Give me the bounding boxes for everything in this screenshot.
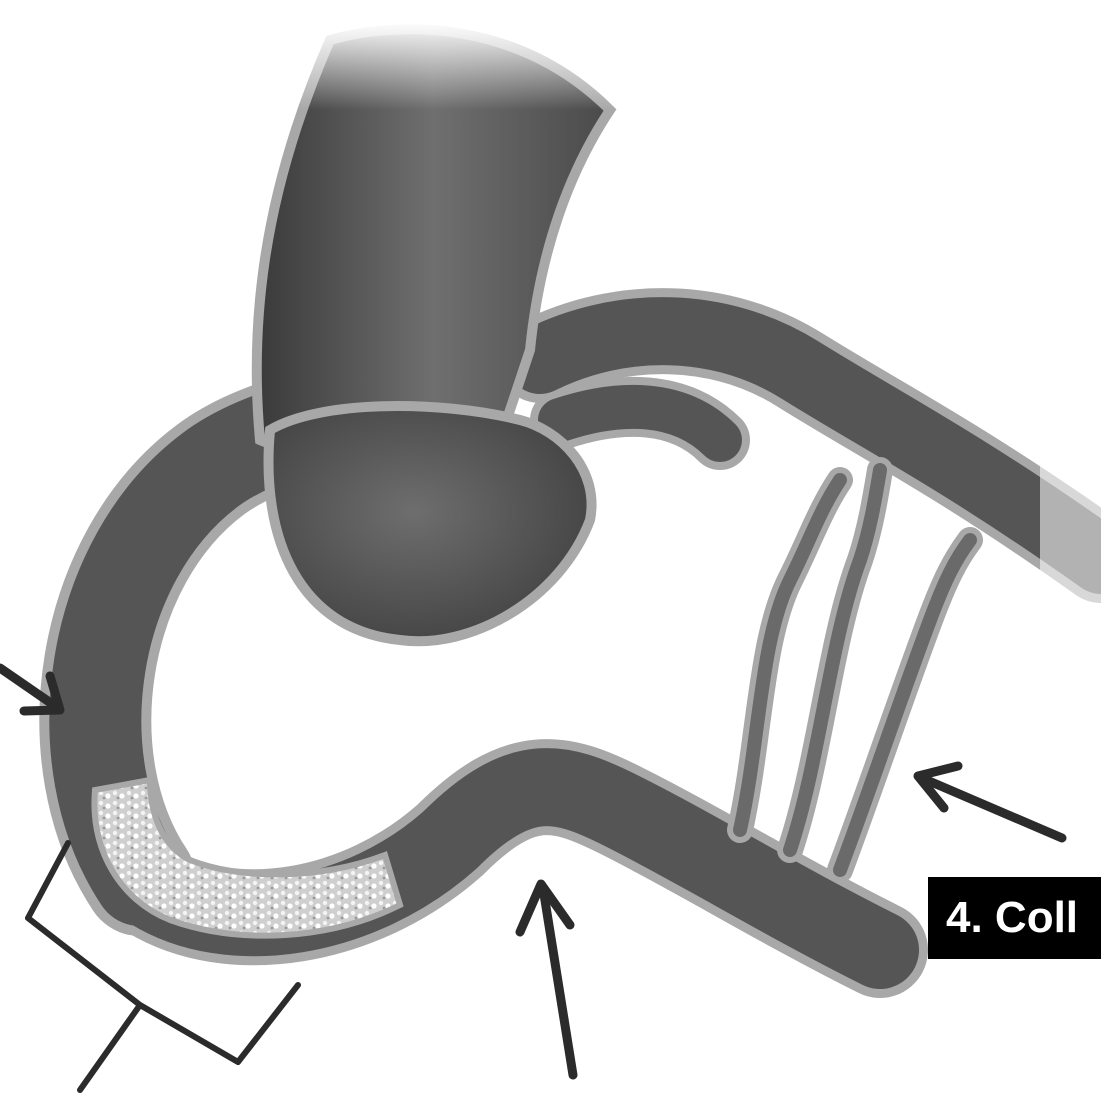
collateral-label: 4. Coll: [946, 890, 1078, 946]
arrow-icon: [520, 884, 573, 1075]
arrow-icon: [918, 766, 1062, 838]
vessel-lumens: [95, 331, 1101, 950]
collateral-label-box: 4. Coll: [928, 877, 1101, 959]
aneurysm-sac: [269, 406, 592, 641]
arrow-icon: [0, 668, 60, 711]
collateral-vessels: [740, 470, 970, 870]
